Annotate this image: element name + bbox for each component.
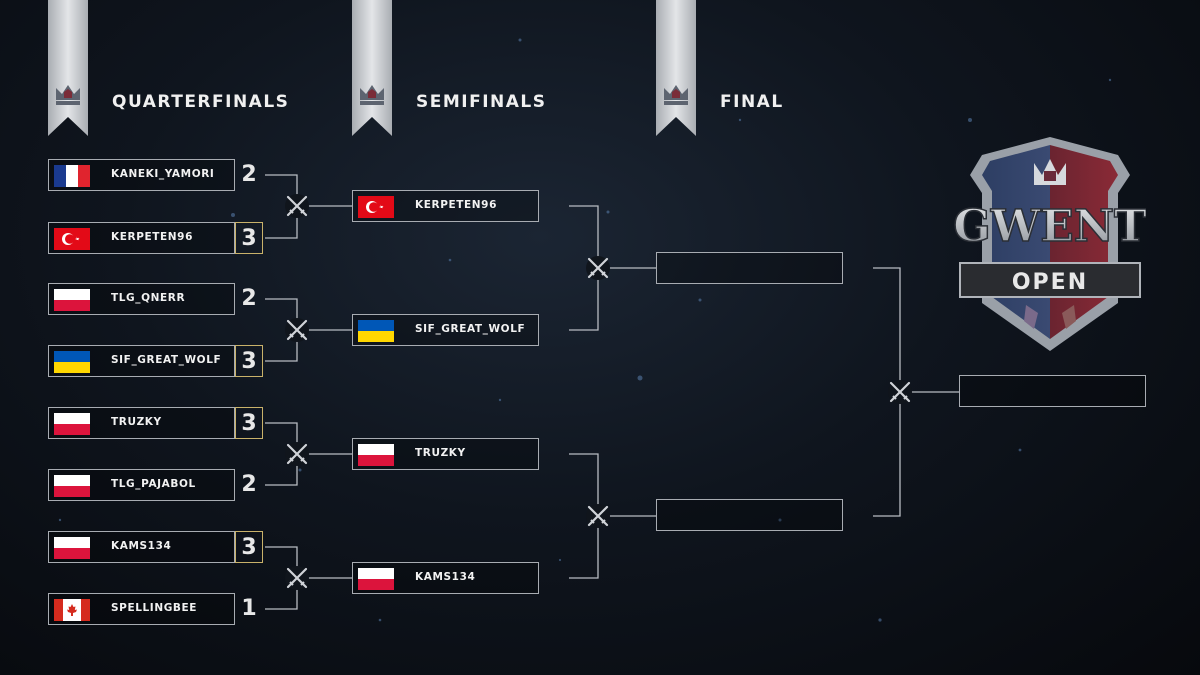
flag-pl-icon <box>54 413 90 435</box>
flag-pl-icon <box>54 537 90 559</box>
final-slot-2 <box>656 499 843 531</box>
sf-player-box: SIF_GREAT_WOLF <box>352 314 539 346</box>
round-title-final: FINAL <box>720 92 784 112</box>
player-name: TLG_PAJABOL <box>111 478 196 490</box>
final-slot-1 <box>656 252 843 284</box>
crown-icon <box>56 85 80 105</box>
player-score: 3 <box>235 407 263 439</box>
sf-player-box: KERPETEN96 <box>352 190 539 222</box>
player-name: KERPETEN96 <box>111 231 193 243</box>
qf-player-box: TRUZKY <box>48 407 235 439</box>
gwent-open-logo: GWENT OPEN <box>954 137 1146 351</box>
player-score: 3 <box>235 222 263 254</box>
banner-quarterfinals <box>48 0 88 136</box>
banner-semifinals <box>352 0 392 136</box>
banner-final <box>656 0 696 136</box>
player-name: TRUZKY <box>415 447 466 459</box>
qf-player-box: TLG_QNERR <box>48 283 235 315</box>
flag-fr-icon <box>54 165 90 187</box>
player-name: KANEKI_YAMORI <box>111 168 215 180</box>
crown-icon <box>360 85 384 105</box>
player-score: 2 <box>241 472 257 497</box>
crossed-swords-icon <box>285 318 309 342</box>
player-name: KAMS134 <box>415 571 476 583</box>
qf-player-box: TLG_PAJABOL <box>48 469 235 501</box>
flag-tr-icon <box>358 196 394 218</box>
player-name: KAMS134 <box>111 540 172 552</box>
qf-player-box: SIF_GREAT_WOLF <box>48 345 235 377</box>
player-name: TLG_QNERR <box>111 292 186 304</box>
sf-player-box: KAMS134 <box>352 562 539 594</box>
player-name: SIF_GREAT_WOLF <box>111 354 222 366</box>
flag-pl-icon <box>54 289 90 311</box>
player-score: 2 <box>241 162 257 187</box>
crossed-swords-icon <box>285 566 309 590</box>
logo-subtitle: OPEN <box>1012 270 1088 295</box>
crossed-swords-icon <box>586 504 610 528</box>
player-score: 3 <box>235 345 263 377</box>
qf-player-box: SPELLINGBEE <box>48 593 235 625</box>
player-score: 2 <box>241 286 257 311</box>
flag-pl-icon <box>358 444 394 466</box>
flag-ca-icon <box>54 599 90 621</box>
crown-icon <box>664 85 688 105</box>
crossed-swords-icon <box>285 194 309 218</box>
round-title-quarterfinals: QUARTERFINALS <box>112 92 290 112</box>
player-score: 1 <box>241 596 257 621</box>
player-score: 3 <box>235 531 263 563</box>
player-name: TRUZKY <box>111 416 162 428</box>
crossed-swords-icon <box>888 380 912 404</box>
qf-player-box: KERPETEN96 <box>48 222 235 254</box>
qf-player-box: KAMS134 <box>48 531 235 563</box>
winner-slot <box>959 375 1146 407</box>
flag-pl-icon <box>54 475 90 497</box>
round-title-semifinals: SEMIFINALS <box>416 92 547 112</box>
player-name: SIF_GREAT_WOLF <box>415 323 526 335</box>
player-name: SPELLINGBEE <box>111 602 198 614</box>
player-name: KERPETEN96 <box>415 199 497 211</box>
flag-pl-icon <box>358 568 394 590</box>
flag-tr-icon <box>54 228 90 250</box>
flag-ua-icon <box>358 320 394 342</box>
crossed-swords-icon <box>285 442 309 466</box>
flag-ua-icon <box>54 351 90 373</box>
logo-title: GWENT <box>954 201 1146 252</box>
qf-player-box: KANEKI_YAMORI <box>48 159 235 191</box>
sf-player-box: TRUZKY <box>352 438 539 470</box>
crossed-swords-icon <box>586 256 610 280</box>
